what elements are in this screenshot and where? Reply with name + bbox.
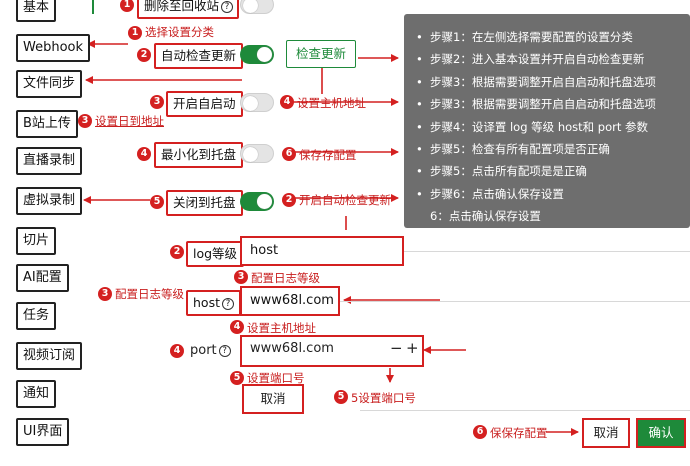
step-badge-2: 2 <box>137 48 151 62</box>
step-badge-3: 3 <box>150 95 164 109</box>
sidebar-item-video-subscribe[interactable]: 视频订阅 <box>16 342 83 370</box>
step-badge-4c: 4 <box>230 320 244 334</box>
sidebar-item-basic[interactable]: 基本 <box>16 0 57 22</box>
port-input[interactable]: www68l.com <box>250 341 334 356</box>
annotation-config-log-level-left: 配置日志等级 <box>115 287 184 301</box>
step-badge-6: 6 <box>282 147 296 161</box>
close-tray-label: 关闭到托盘 <box>166 190 243 216</box>
step-badge-5b: 5 <box>230 371 244 385</box>
panel-step: •步骤3：根据需要调整开启自启动和托盘选项 <box>416 97 656 112</box>
panel-step: •步骤1：在左侧选择需要配置的设置分类 <box>416 30 633 44</box>
log-level-label: log等级 <box>186 241 245 267</box>
increment-button[interactable]: + <box>406 339 419 357</box>
step-badge-5c: 5 <box>334 390 348 404</box>
panel-step: •步骤2：进入基本设置并开启自动检查更新 <box>416 52 645 67</box>
step-badge-2b: 2 <box>282 193 296 207</box>
autostart-toggle[interactable] <box>240 93 274 112</box>
annotation-set-to-address: 设置日到地址 <box>95 114 164 128</box>
sidebar-item-bilibili-upload[interactable]: B站上传 <box>16 110 78 138</box>
annotation-set-port: 设置端口号 <box>247 371 305 385</box>
step-badge-4: 4 <box>280 95 294 109</box>
annotation-set-host-address: 设置主机地址 <box>297 96 366 110</box>
step-badge-6b: 6 <box>473 425 487 439</box>
panel-step: •步骤3：根据需要调整开启自启动和托盘选项 <box>416 74 656 89</box>
port-label-box: port? <box>190 343 231 358</box>
sidebar-item-notify[interactable]: 通知 <box>16 380 57 408</box>
help-icon[interactable]: ? <box>218 345 231 357</box>
recycle-bin-toggle[interactable] <box>240 0 274 14</box>
minimize-tray-label: 最小化到托盘 <box>154 142 244 168</box>
step-badge-2c: 2 <box>170 245 184 259</box>
toggle-knob <box>243 147 258 162</box>
panel-step: 6：点击确认保存设置 <box>430 209 541 224</box>
auto-check-label: 自动检查更新 <box>154 43 244 69</box>
sidebar-item-ai-config[interactable]: AI配置 <box>16 264 69 292</box>
step-badge-3c: 3 <box>234 270 248 284</box>
step-badge-1b: 1 <box>128 26 142 40</box>
toggle-knob <box>257 194 272 209</box>
annotation-set-port-2: 5设置端口号 <box>351 391 416 405</box>
step-badge-5: 5 <box>150 195 164 209</box>
footer-divider <box>360 410 690 411</box>
help-icon[interactable]: ? <box>221 1 234 13</box>
minimize-tray-toggle[interactable] <box>240 144 274 163</box>
divider <box>404 251 690 252</box>
toggle-knob <box>243 0 258 13</box>
port-label: port <box>190 343 217 358</box>
help-icon[interactable]: ? <box>221 298 234 310</box>
toggle-knob <box>257 47 272 62</box>
panel-step: •步骤5：点击所有配项是是正确 <box>416 164 587 179</box>
host-input[interactable]: www68l.com <box>240 286 340 316</box>
sidebar-item-file-sync[interactable]: 文件同步 <box>16 70 83 98</box>
step-badge-3d: 3 <box>98 287 112 301</box>
close-tray-toggle[interactable] <box>240 192 274 211</box>
annotation-save-config-bottom: 保保存配置 <box>490 426 548 440</box>
check-update-button[interactable]: 检查更新 <box>286 40 356 68</box>
cancel-inline-button[interactable]: 取消 <box>242 384 304 414</box>
autostart-label: 开启自启动 <box>166 91 243 117</box>
step-badge-4d: 4 <box>170 344 184 358</box>
annotation-set-host-address-2: 设置主机地址 <box>247 321 316 335</box>
port-stepper: www68l.com − + <box>240 335 424 367</box>
annotation-enable-auto-check: 开启自动检查更新 <box>299 193 391 207</box>
step-badge-3b: 3 <box>78 114 92 128</box>
divider <box>340 301 690 302</box>
panel-step: •步骤5：检查有所有配置项是否正确 <box>416 142 610 157</box>
toggle-knob <box>243 96 258 111</box>
sidebar-item-webhook[interactable]: Webhook <box>16 34 91 62</box>
panel-step: •步骤4：设译置 log 等级 host和 port 参数 <box>416 119 649 134</box>
steps-panel: •步骤1：在左侧选择需要配置的设置分类 •步骤2：进入基本设置并开启自动检查更新… <box>404 14 690 228</box>
step-badge-4b: 4 <box>137 147 151 161</box>
sidebar-item-ui[interactable]: UI界面 <box>16 418 70 446</box>
recycle-bin-label: 删除至回收站 <box>144 0 220 13</box>
auto-check-toggle[interactable] <box>240 45 274 64</box>
log-level-input[interactable]: host <box>240 236 404 266</box>
confirm-button[interactable]: 确认 <box>636 418 686 448</box>
sidebar-item-virtual-record[interactable]: 虚拟录制 <box>16 187 83 215</box>
annotation-save-config: 保存存配置 <box>299 148 357 162</box>
recycle-bin-label-box: 删除至回收站? <box>137 0 240 19</box>
step-badge-1: 1 <box>120 0 134 12</box>
host-label: host <box>193 295 220 310</box>
sidebar-item-clip[interactable]: 切片 <box>16 227 57 255</box>
host-label-box: host? <box>186 290 241 316</box>
decrement-button[interactable]: − <box>390 339 403 357</box>
sidebar-item-live-record[interactable]: 直播录制 <box>16 147 83 175</box>
sidebar-item-tasks[interactable]: 任务 <box>16 302 57 330</box>
panel-step: •步骤6：点击确认保存设置 <box>416 186 564 201</box>
cancel-button[interactable]: 取消 <box>582 418 630 448</box>
annotation-config-log-level: 配置日志等级 <box>251 271 320 285</box>
annotation-select-category: 选择设置分类 <box>145 25 214 39</box>
